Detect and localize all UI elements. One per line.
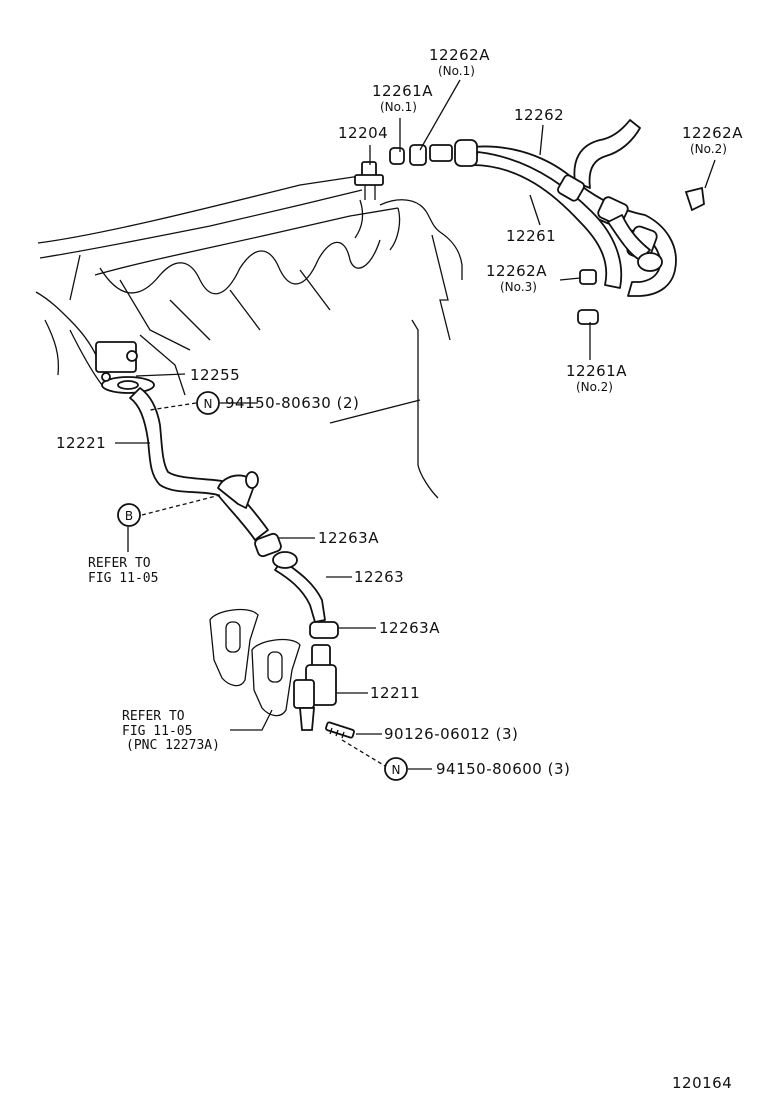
leader-lines [115, 79, 716, 770]
ref-b-line1: REFER TO [88, 556, 151, 571]
label-12261A-no1-sub: (No.1) [380, 100, 417, 114]
valve-12211 [293, 644, 337, 731]
label-12262A-no2: 12262A [682, 124, 743, 142]
b-symbol: B [117, 503, 141, 527]
clip-12262A-no2 [684, 186, 705, 212]
clamp-12263A-upper [254, 532, 282, 558]
pipe-12221 [129, 387, 269, 541]
clip-12261A-no1 [389, 147, 405, 165]
hose-assembly-upper [354, 119, 705, 325]
ref-gasket-line2: FIG 11-05 [122, 724, 192, 739]
label-12211: 12211 [370, 684, 420, 702]
svg-text:B: B [125, 509, 133, 523]
label-12262A-no1-sub: (No.1) [438, 64, 475, 78]
gasket-12273A [209, 608, 301, 717]
pipe-assembly-lower [95, 341, 355, 739]
label-12262: 12262 [514, 106, 564, 124]
clip-12262A-no3 [579, 269, 597, 285]
label-12262A-no3: 12262A [486, 262, 547, 280]
ref-gasket-line3: (PNC 12273A) [126, 738, 220, 753]
label-12255: 12255 [190, 366, 240, 384]
engine-outline [35, 175, 463, 499]
label-12221: 12221 [56, 434, 106, 452]
label-12261: 12261 [506, 227, 556, 245]
part-labels: 12262A (No.1) 12261A (No.1) 12204 12262 … [56, 46, 743, 778]
label-90126-06012: 90126-06012 (3) [384, 725, 518, 743]
valve-12204 [354, 161, 384, 200]
svg-text:N: N [204, 397, 213, 411]
clip-12261A-no2 [577, 309, 599, 325]
gasket-12255 [95, 341, 155, 394]
n-symbol-upper: N [196, 391, 220, 415]
label-12263A-lower: 12263A [379, 619, 440, 637]
label-12261A-no2-sub: (No.2) [576, 380, 613, 394]
label-12261A-no1: 12261A [372, 82, 433, 100]
label-12261A-no2: 12261A [566, 362, 627, 380]
label-12204: 12204 [338, 124, 388, 142]
n-symbol-lower: N [384, 757, 408, 781]
figure-id: 120164 [672, 1074, 732, 1092]
hose-12263 [274, 559, 326, 623]
label-94150-80600: 94150-80600 (3) [436, 760, 570, 778]
label-12262A-no3-sub: (No.3) [500, 280, 537, 294]
label-12262A-no1: 12262A [429, 46, 490, 64]
hose-12261 [471, 151, 623, 289]
ref-gasket-line1: REFER TO [122, 709, 185, 724]
ref-b-line2: FIG 11-05 [88, 571, 158, 586]
label-12263: 12263 [354, 568, 404, 586]
stud-90126-06012 [325, 721, 355, 739]
label-94150-80630: 94150-80630 (2) [225, 394, 359, 412]
label-12263A-upper: 12263A [318, 529, 379, 547]
label-12262A-no2-sub: (No.2) [690, 142, 727, 156]
svg-text:N: N [392, 763, 401, 777]
reference-notes: REFER TO FIG 11-05 REFER TO FIG 11-05 (P… [88, 556, 220, 753]
clamp-12263A-lower [309, 621, 339, 639]
